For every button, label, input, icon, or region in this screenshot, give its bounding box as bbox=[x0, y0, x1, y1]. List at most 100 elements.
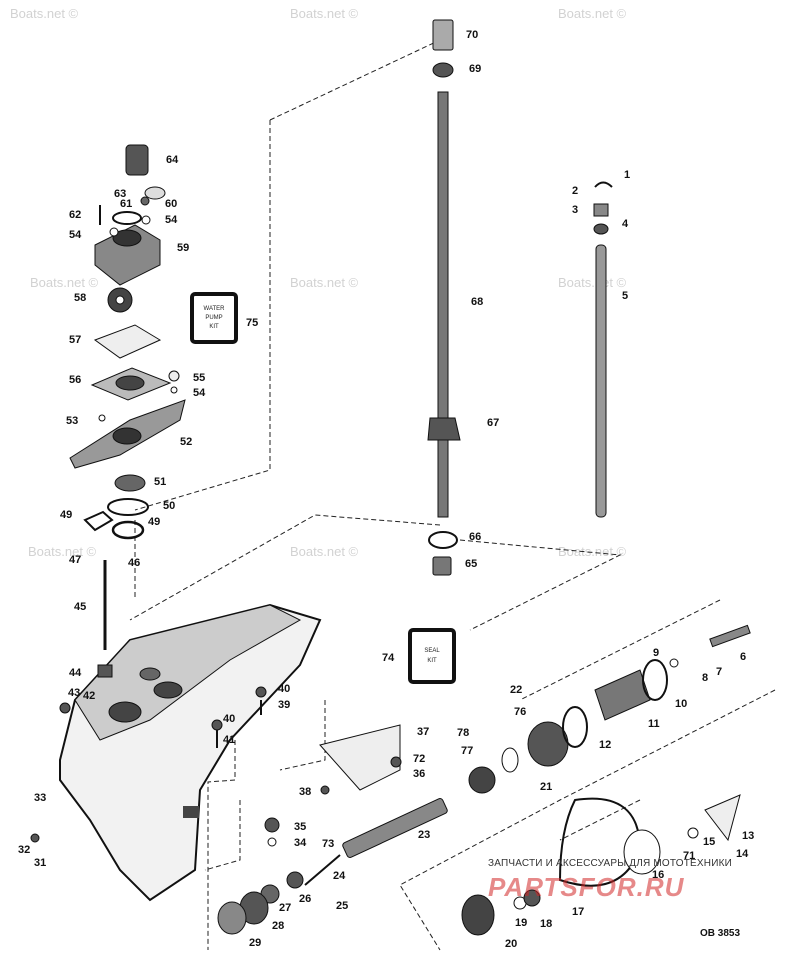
part-label: 65 bbox=[465, 558, 477, 570]
part-label: 11 bbox=[648, 718, 660, 730]
part-label: 49 bbox=[148, 516, 160, 528]
watermark: Boats.net © bbox=[290, 6, 359, 21]
part-label: 44 bbox=[69, 667, 82, 679]
water-pump-assembly bbox=[69, 144, 186, 540]
part-label: 23 bbox=[418, 829, 430, 841]
part-label: 36 bbox=[413, 768, 425, 780]
bearing bbox=[432, 62, 454, 78]
part-label: 22 bbox=[510, 684, 522, 696]
water-tube-grommet bbox=[125, 144, 149, 176]
part-label: 17 bbox=[572, 906, 584, 918]
part-label: 54 bbox=[69, 229, 82, 241]
part-label: 6 bbox=[740, 651, 746, 663]
watermark: Boats.net © bbox=[558, 544, 627, 559]
part-label: 33 bbox=[34, 792, 46, 804]
propeller-shaft-parts bbox=[217, 624, 751, 936]
watermark: Boats.net © bbox=[558, 6, 627, 21]
part-label: 73 bbox=[322, 838, 334, 850]
part-label: 56 bbox=[69, 374, 81, 386]
part-label: 64 bbox=[166, 154, 179, 166]
part-label: 15 bbox=[703, 836, 715, 848]
part-label: 40 bbox=[278, 683, 290, 695]
kit-text: PUMP bbox=[205, 315, 222, 321]
part-label: 68 bbox=[471, 296, 483, 308]
part-label: 76 bbox=[514, 706, 526, 718]
propeller-shaft bbox=[342, 797, 448, 859]
part-label: 70 bbox=[466, 29, 478, 41]
part-label: 7 bbox=[716, 666, 722, 678]
drive-shaft bbox=[437, 91, 449, 518]
part-label: 43 bbox=[68, 687, 80, 699]
gasket-plate bbox=[93, 324, 162, 359]
gasket-ring bbox=[112, 211, 142, 225]
watermark: Boats.net © bbox=[28, 544, 97, 559]
part-label: 78 bbox=[457, 727, 469, 739]
part-label: 61 bbox=[120, 198, 132, 210]
part-label: 26 bbox=[299, 893, 311, 905]
bushing bbox=[432, 19, 454, 51]
part-label: 63 bbox=[114, 188, 126, 200]
part-label: 45 bbox=[74, 601, 86, 613]
reverse-gear bbox=[527, 721, 569, 767]
part-label: 51 bbox=[154, 476, 166, 488]
part-label: 75 bbox=[246, 317, 258, 329]
bearing-carrier bbox=[594, 669, 651, 721]
part-label: 46 bbox=[128, 557, 140, 569]
watermark: Boats.net © bbox=[30, 275, 99, 290]
assembly-guide-lines bbox=[129, 39, 776, 951]
part-label: 5 bbox=[622, 290, 628, 302]
o-ring bbox=[111, 520, 145, 540]
prop-cone-nut bbox=[704, 794, 741, 842]
pump-housing bbox=[94, 224, 161, 286]
part-label: 24 bbox=[333, 870, 346, 882]
part-number-labels: 70 69 64 63 61 60 62 54 54 59 58 75 57 5… bbox=[18, 29, 754, 950]
part-label: 71 bbox=[683, 850, 695, 862]
part-label: 42 bbox=[83, 690, 95, 702]
part-label: 58 bbox=[74, 292, 86, 304]
part-label: 31 bbox=[34, 857, 46, 869]
clutch-dog bbox=[468, 766, 496, 794]
shim bbox=[428, 531, 458, 549]
part-label: 74 bbox=[382, 652, 395, 664]
housing-bolts bbox=[30, 686, 280, 847]
watermark: Boats.net © bbox=[558, 275, 627, 290]
vent-slots bbox=[183, 806, 199, 818]
impeller bbox=[107, 287, 133, 313]
part-label: 38 bbox=[299, 786, 311, 798]
part-label: 34 bbox=[294, 837, 307, 849]
part-label: 16 bbox=[652, 869, 664, 881]
part-label: 32 bbox=[18, 844, 30, 856]
kit-text: KIT bbox=[427, 658, 437, 664]
part-label: 77 bbox=[461, 745, 473, 757]
part-label: 3 bbox=[572, 204, 578, 216]
part-label: 20 bbox=[505, 938, 517, 950]
part-label: 1 bbox=[624, 169, 630, 181]
part-label: 25 bbox=[336, 900, 348, 912]
part-label: 55 bbox=[193, 372, 205, 384]
part-label: 49 bbox=[60, 509, 72, 521]
kit-text: WATER bbox=[204, 306, 226, 312]
seal-part bbox=[144, 186, 166, 200]
kit-text: SEAL bbox=[424, 648, 440, 654]
part-label: 18 bbox=[540, 918, 552, 930]
part-label: 8 bbox=[702, 672, 708, 684]
part-label: 39 bbox=[278, 699, 290, 711]
part-label: 54 bbox=[193, 387, 206, 399]
part-label: 37 bbox=[417, 726, 429, 738]
pinion-gear bbox=[427, 417, 461, 441]
part-label: 41 bbox=[223, 734, 235, 746]
shift-rod bbox=[595, 244, 607, 518]
water-pump-kit-box: WATER PUMP KIT bbox=[190, 292, 238, 344]
anode-assembly bbox=[319, 724, 402, 795]
part-label: 66 bbox=[469, 531, 481, 543]
part-label: 2 bbox=[572, 185, 578, 197]
part-label: 72 bbox=[413, 753, 425, 765]
part-label: 4 bbox=[622, 218, 629, 230]
part-label: 35 bbox=[294, 821, 306, 833]
part-label: 27 bbox=[279, 902, 291, 914]
part-label: 53 bbox=[66, 415, 78, 427]
part-label: 60 bbox=[165, 198, 177, 210]
part-label: 62 bbox=[69, 209, 81, 221]
